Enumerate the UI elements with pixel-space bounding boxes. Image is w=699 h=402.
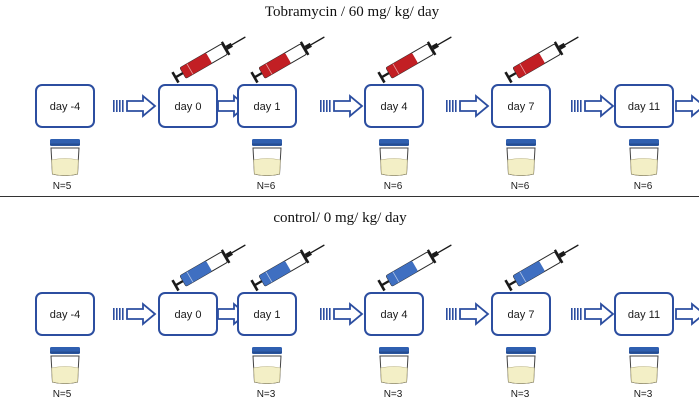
treatment-day-box [237,84,297,128]
treatment-urine-cup-icon [506,139,536,176]
control-sample-count: N=3 [384,389,403,400]
day-box-layer [35,84,674,336]
control-arrow-4 [571,302,615,326]
control-urine-cup-icon [379,347,409,384]
arrow-layer [113,94,699,326]
control-panel-title: control/ 0 mg/ kg/ day [273,210,407,226]
treatment-day-label: day 11 [628,101,660,113]
treatment-urine-cup-icon [50,139,80,176]
control-day-box [237,292,297,336]
control-day-label: day 0 [175,309,202,321]
treatment-day-box [614,84,674,128]
control-sample-count: N=3 [257,389,276,400]
treatment-sample-count: N=6 [511,181,530,192]
cup-layer [50,139,659,384]
control-day-label: day 1 [254,309,281,321]
control-day-label: day 7 [508,309,535,321]
control-day-label: day -4 [50,309,81,321]
treatment-sample-count: N=6 [257,181,276,192]
treatment-arrow-1 [113,94,157,118]
control-urine-cup-icon [50,347,80,384]
treatment-day-box [158,84,218,128]
control-syringe-icon [377,244,452,292]
treatment-day-box [491,84,551,128]
control-day-box [158,292,218,336]
control-arrow-3 [446,302,490,326]
treatment-day-label: day 0 [175,101,202,113]
control-arrow-1 [113,302,157,326]
control-sample-count: N=3 [511,389,530,400]
treatment-arrow-end [675,94,699,118]
control-arrow-2 [320,302,364,326]
treatment-day-label: day -4 [50,101,81,113]
control-day-box [35,292,95,336]
treatment-syringe-icon [171,36,246,84]
treatment-sample-count: N=6 [384,181,403,192]
treatment-day-box [35,84,95,128]
treatment-urine-cup-icon [252,139,282,176]
treatment-day-label: day 1 [254,101,281,113]
treatment-day-label: day 7 [508,101,535,113]
control-day-box [491,292,551,336]
control-urine-cup-icon [252,347,282,384]
treatment-arrow-4 [571,94,615,118]
treatment-urine-cup-icon [379,139,409,176]
control-day-box [614,292,674,336]
control-urine-cup-icon [506,347,536,384]
treatment-day-label: day 4 [381,101,408,113]
control-syringe-icon [171,244,246,292]
treatment-sample-count: N=5 [53,181,72,192]
treatment-syringe-icon [504,36,579,84]
control-sample-count: N=3 [634,389,653,400]
control-syringe-icon [250,244,325,292]
control-day-box [364,292,424,336]
treatment-arrow-3 [446,94,490,118]
treatment-day-box [364,84,424,128]
label-layer: day -4 N=5 day 0 day 1 N=6 day 4 N=6 day 7 N=6 da… [50,101,660,400]
control-urine-cup-icon [629,347,659,384]
syringe-layer [171,36,579,292]
control-sample-count: N=5 [53,389,72,400]
control-day-label: day 11 [628,309,660,321]
treatment-sample-count: N=6 [634,181,653,192]
treatment-syringe-icon [250,36,325,84]
control-day-label: day 4 [381,309,408,321]
control-arrow-end [675,302,699,326]
treatment-syringe-icon [377,36,452,84]
control-syringe-icon [504,244,579,292]
treatment-urine-cup-icon [629,139,659,176]
treatment-arrow-2 [320,94,364,118]
treatment-panel-title: Tobramycin / 60 mg/ kg/ day [265,4,440,20]
